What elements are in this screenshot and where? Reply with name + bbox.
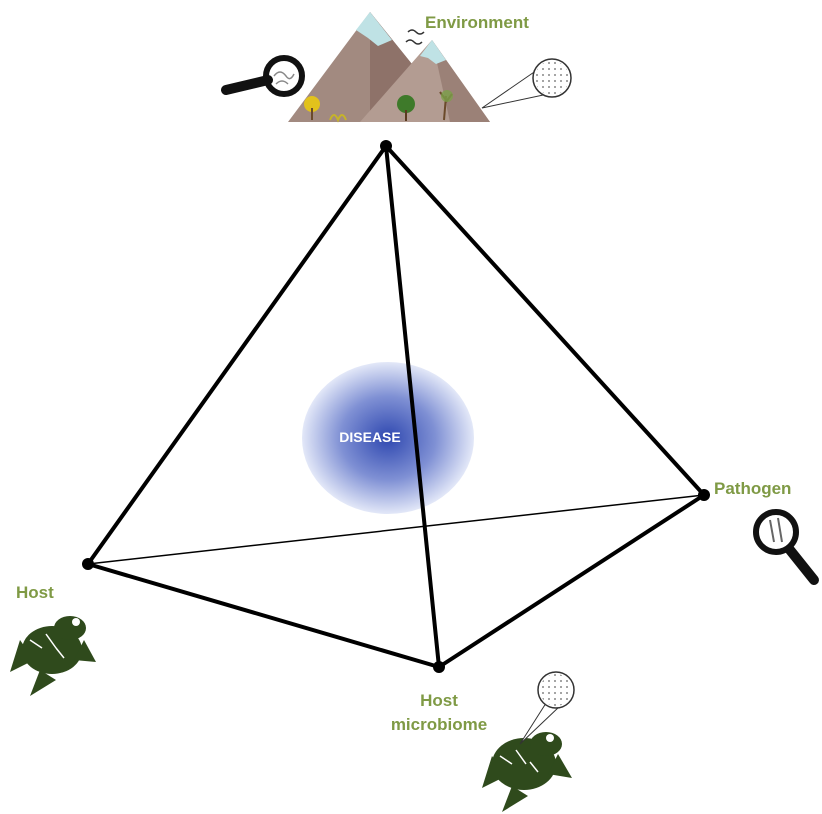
disease-blob: DISEASE: [302, 362, 474, 514]
host-label: Host: [16, 583, 54, 602]
microbe-circle-icon: [481, 58, 572, 109]
magnifier-icon: [221, 55, 305, 97]
pathogen-label: Pathogen: [714, 479, 791, 498]
edge-pathogen-microbiome: [437, 493, 706, 669]
edge-environment-microbiome: [384, 144, 441, 669]
edge-host-pathogen: [87, 494, 705, 565]
disease-label: DISEASE: [339, 429, 400, 445]
environment-label: Environment: [425, 13, 529, 32]
microbe-circle-icon: [519, 671, 575, 745]
edge-environment-pathogen: [384, 144, 706, 497]
edge-environment-host: [86, 144, 388, 566]
vertex-host: [82, 558, 94, 570]
microbiome-label-line1: Host: [420, 691, 458, 710]
vertex-environment: [380, 140, 392, 152]
microbiome-label-line2: microbiome: [391, 715, 487, 734]
mountain-icon: [288, 12, 490, 123]
tetrahedron-vertices: [82, 140, 710, 673]
frog-icon: [482, 732, 572, 812]
vertex-pathogen: [698, 489, 710, 501]
tetrahedron-edges: [86, 144, 706, 669]
frog-icon: [10, 616, 96, 696]
vertex-microbiome: [433, 661, 445, 673]
magnifier-icon: [753, 509, 819, 585]
edge-host-microbiome: [86, 562, 441, 669]
